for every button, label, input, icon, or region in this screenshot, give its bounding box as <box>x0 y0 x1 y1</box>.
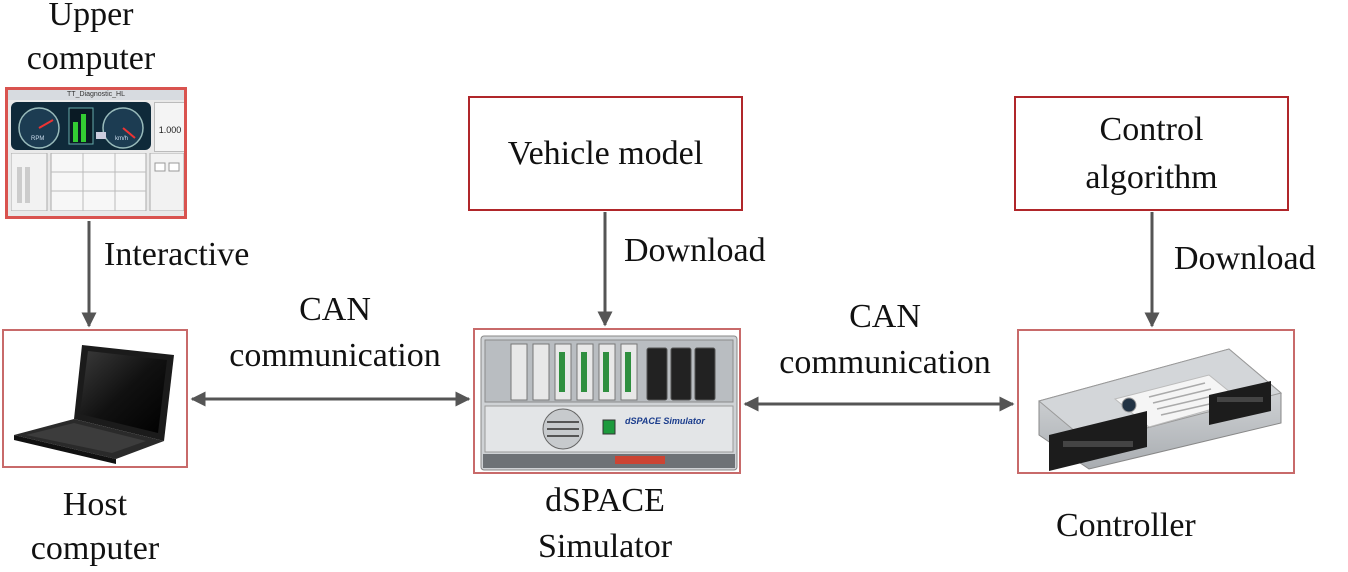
dashboard-readout-panel: 1.000 <box>154 102 184 152</box>
control-algorithm-line1: Control <box>1099 110 1204 148</box>
controller-image <box>1017 329 1295 474</box>
dspace-rack-graphic <box>480 335 738 471</box>
vehicle-model-label: Vehicle model <box>507 134 704 172</box>
dashboard-status-grid <box>10 152 184 212</box>
dspace-simulator-image: dSPACE Simulator <box>473 328 741 474</box>
download-label-controller: Download <box>1174 240 1316 277</box>
dspace-panel-text: dSPACE Simulator <box>625 416 705 426</box>
dashboard-gauges <box>18 107 144 149</box>
can-communication-right-label: CAN communication <box>779 298 991 381</box>
gauge-left-label: RPM <box>31 136 45 142</box>
laptop-icon <box>14 345 174 464</box>
host-computer-image <box>2 329 188 468</box>
interactive-label: Interactive <box>104 236 250 273</box>
gauge-right-label: km/h <box>115 136 129 142</box>
controller-label: Controller <box>1056 507 1196 544</box>
host-computer-label: Host computer <box>30 486 160 567</box>
dashboard-grid-graphic <box>10 152 184 212</box>
can-communication-left-label: CAN communication <box>229 291 441 374</box>
dashboard-gauge-panel: RPM km/h <box>11 102 151 150</box>
ecu-graphic <box>1037 348 1283 471</box>
control-algorithm-line2: algorithm <box>1085 158 1218 196</box>
dspace-simulator-label: dSPACE Simulator <box>537 482 673 565</box>
download-label-vehicle: Download <box>624 232 766 269</box>
upper-computer-label: Upper computer <box>26 0 156 77</box>
upper-computer-screenshot: TT_Diagnostic_HL RPM km/h 1.000 <box>5 87 187 219</box>
dashboard-title-bar: TT_Diagnostic_HL <box>8 90 184 100</box>
control-algorithm-box: Control algorithm <box>1014 96 1289 211</box>
vehicle-model-box: Vehicle model <box>468 96 743 211</box>
dashboard-readout: 1.000 <box>158 125 182 135</box>
